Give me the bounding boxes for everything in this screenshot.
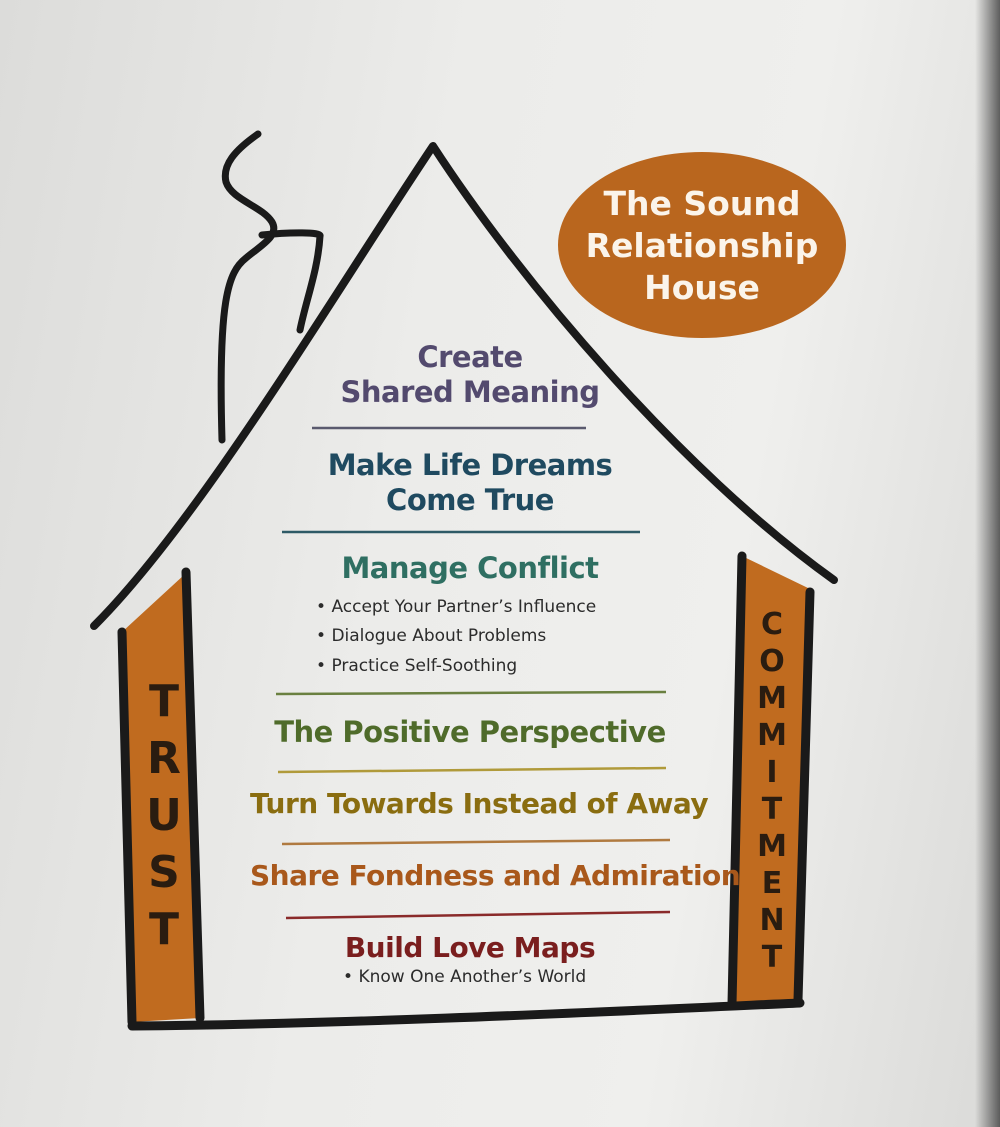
level-positive-perspective: The Positive Perspective [274, 715, 666, 749]
level-manage-conflict: Manage Conflict [341, 551, 599, 585]
trust-letter: S [148, 847, 180, 898]
trust-pillar-edge-left [117, 627, 137, 1027]
commitment-letter: N [759, 903, 785, 938]
commitment-pillar-edge-left [727, 551, 747, 1009]
level-turn-towards: Turn Towards Instead of Away [250, 787, 709, 820]
level-build-love-maps: Build Love Maps [344, 931, 596, 964]
frame-edge-shadow [975, 0, 1000, 1127]
manage-conflict-bullet-1: • Accept Your Partner’s Influence [316, 597, 597, 617]
level-create-shared-meaning: Create Shared Meaning [340, 340, 600, 409]
trust-letter: T [148, 676, 179, 727]
commitment-letter: I [766, 755, 778, 790]
commitment-pillar [732, 556, 808, 1004]
chimney-right-line [258, 229, 324, 334]
manage-conflict-bullet-2: • Dialogue About Problems [316, 626, 547, 646]
title-oval [558, 152, 846, 338]
trust-pillar-edge-right [181, 567, 205, 1023]
commitment-letter: O [759, 644, 785, 679]
level-share-fondness: Share Fondness and Admiration [250, 859, 741, 892]
commitment-letter: C [760, 607, 784, 642]
trust-pillar [122, 575, 200, 1022]
divider-6 [285, 910, 671, 920]
roof-line [90, 142, 838, 630]
diagram-title: The Sound Relationship House [585, 184, 819, 307]
commitment-letter: M [757, 681, 787, 716]
commitment-letter: E [761, 866, 783, 901]
commitment-letter: T [761, 940, 783, 975]
commitment-letter: M [757, 829, 787, 864]
commitment-letter: T [761, 792, 783, 827]
trust-letter: U [146, 790, 182, 841]
commitment-letter: M [757, 718, 787, 753]
divider-5 [281, 838, 671, 846]
manage-conflict-bullet-3: • Practice Self-Soothing [316, 656, 518, 676]
floor-line [127, 998, 805, 1031]
trust-letter: T [148, 904, 179, 955]
divider-3 [275, 690, 667, 696]
divider-4 [277, 766, 667, 774]
level-make-life-dreams: Make Life Dreams Come True [327, 448, 613, 517]
trust-letter: R [147, 733, 181, 784]
commitment-pillar-edge-right [793, 587, 815, 1005]
love-maps-bullet-1: • Know One Another’s World [343, 967, 587, 987]
chimney-smoke-line [217, 130, 278, 444]
